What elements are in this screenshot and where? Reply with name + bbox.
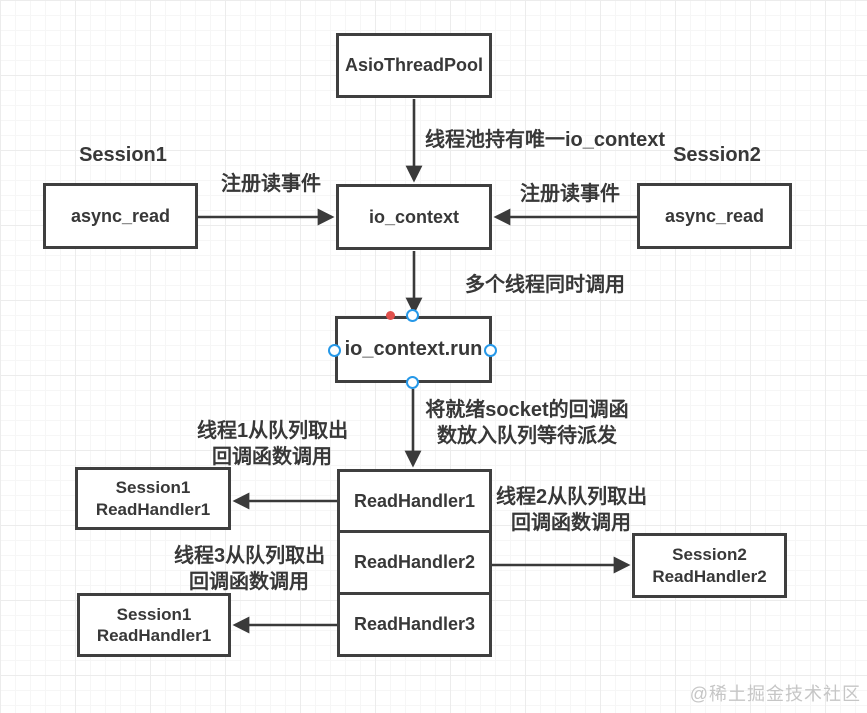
node-label: ReadHandler3 <box>353 614 476 635</box>
node-session1-readhandler1-top[interactable]: Session1 ReadHandler1 <box>75 467 231 530</box>
node-read-handler-3[interactable]: ReadHandler3 <box>337 592 492 657</box>
node-io-context[interactable]: io_context <box>336 184 492 250</box>
node-label-line2: ReadHandler1 <box>96 626 212 645</box>
connection-point-bottom-icon[interactable] <box>406 376 419 389</box>
label-dispatch-line2: 数放入队列等待派发 <box>437 425 617 448</box>
node-label-line1: Session1 <box>116 604 192 624</box>
label-dispatch-line1: 将就绪socket的回调函 <box>425 399 629 421</box>
label-session1[interactable]: Session1 <box>79 144 167 166</box>
node-session2-readhandler2[interactable]: Session2 ReadHandler2 <box>632 533 787 598</box>
node-label: io_context <box>368 206 460 227</box>
label-thread3-line2: 回调函数调用 <box>189 571 309 594</box>
connection-point-left-icon[interactable] <box>328 344 341 357</box>
label-dispatch-queue[interactable]: 将就绪socket的回调函 数放入队列等待派发 <box>424 397 630 450</box>
node-async-read-session1[interactable]: async_read <box>43 183 198 249</box>
label-pool-owns-context[interactable]: 线程池持有唯一io_context <box>425 129 666 151</box>
node-session1-readhandler1-bottom[interactable]: Session1 ReadHandler1 <box>77 593 231 657</box>
label-multi-thread-call[interactable]: 多个线程同时调用 <box>465 274 625 296</box>
node-async-read-session2[interactable]: async_read <box>637 183 792 249</box>
node-label-line2: ReadHandler1 <box>95 499 211 519</box>
watermark: @稀土掘金技术社区 <box>689 684 861 704</box>
node-label-line1: Session2 <box>672 545 747 565</box>
label-thread1-line2: 回调函数调用 <box>212 446 332 469</box>
connection-point-top-icon[interactable] <box>406 309 419 322</box>
connection-point-right-icon[interactable] <box>484 344 497 357</box>
label-register-read-right[interactable]: 注册读事件 <box>520 183 620 205</box>
node-label: io_context.run <box>344 338 483 360</box>
node-label: async_read <box>70 205 171 226</box>
node-label: ReadHandler1 <box>353 490 476 511</box>
label-thread2-line1: 线程2从队列取出 <box>496 486 648 508</box>
node-io-context-run[interactable]: io_context.run <box>335 316 492 383</box>
label-thread2-line2: 回调函数调用 <box>511 512 631 535</box>
node-label-line1: Session1 <box>115 478 191 498</box>
node-label-line2: ReadHandler2 <box>652 566 767 586</box>
edge-endpoint-dot-icon[interactable] <box>386 311 395 320</box>
node-asio-thread-pool[interactable]: AsioThreadPool <box>336 33 492 98</box>
label-thread1-dequeue[interactable]: 线程1从队列取出 回调函数调用 <box>197 418 349 471</box>
node-label: ReadHandler2 <box>353 552 476 573</box>
label-register-read-left[interactable]: 注册读事件 <box>221 173 321 195</box>
node-label: async_read <box>664 205 765 226</box>
node-read-handler-2[interactable]: ReadHandler2 <box>337 530 492 595</box>
label-thread3-dequeue[interactable]: 线程3从队列取出 回调函数调用 <box>174 543 326 596</box>
label-session2[interactable]: Session2 <box>673 144 761 166</box>
node-label: AsioThreadPool <box>344 55 483 76</box>
label-thread3-line1: 线程3从队列取出 <box>174 545 326 567</box>
label-thread1-line1: 线程1从队列取出 <box>197 420 349 442</box>
label-thread2-dequeue[interactable]: 线程2从队列取出 回调函数调用 <box>496 484 648 537</box>
node-read-handler-1[interactable]: ReadHandler1 <box>337 469 492 533</box>
